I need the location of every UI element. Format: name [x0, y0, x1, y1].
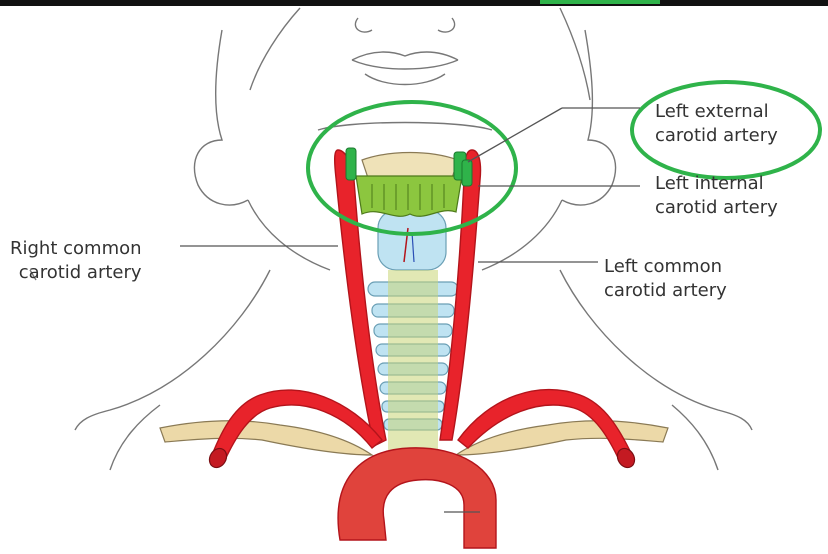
thyroid-cartilage [356, 153, 462, 217]
label-line: Left internal [655, 172, 778, 196]
top-banner-accent [540, 0, 660, 4]
label-left-internal-carotid-artery: Left internal carotid artery [655, 172, 778, 220]
label-line: carotid artery [10, 261, 142, 285]
label-line: Left external [655, 100, 778, 124]
label-right-common-carotid-artery: Right common carotid artery [10, 237, 142, 285]
label-left-common-carotid-artery: Left common carotid artery [604, 255, 727, 303]
top-banner [0, 0, 828, 6]
label-line: Right common [10, 237, 142, 261]
aortic-arch [338, 448, 496, 548]
label-line: carotid artery [655, 196, 778, 220]
label-line: carotid artery [655, 124, 778, 148]
label-line: carotid artery [604, 279, 727, 303]
label-line: Left common [604, 255, 727, 279]
label-left-external-carotid-artery: Left external carotid artery [655, 100, 778, 148]
